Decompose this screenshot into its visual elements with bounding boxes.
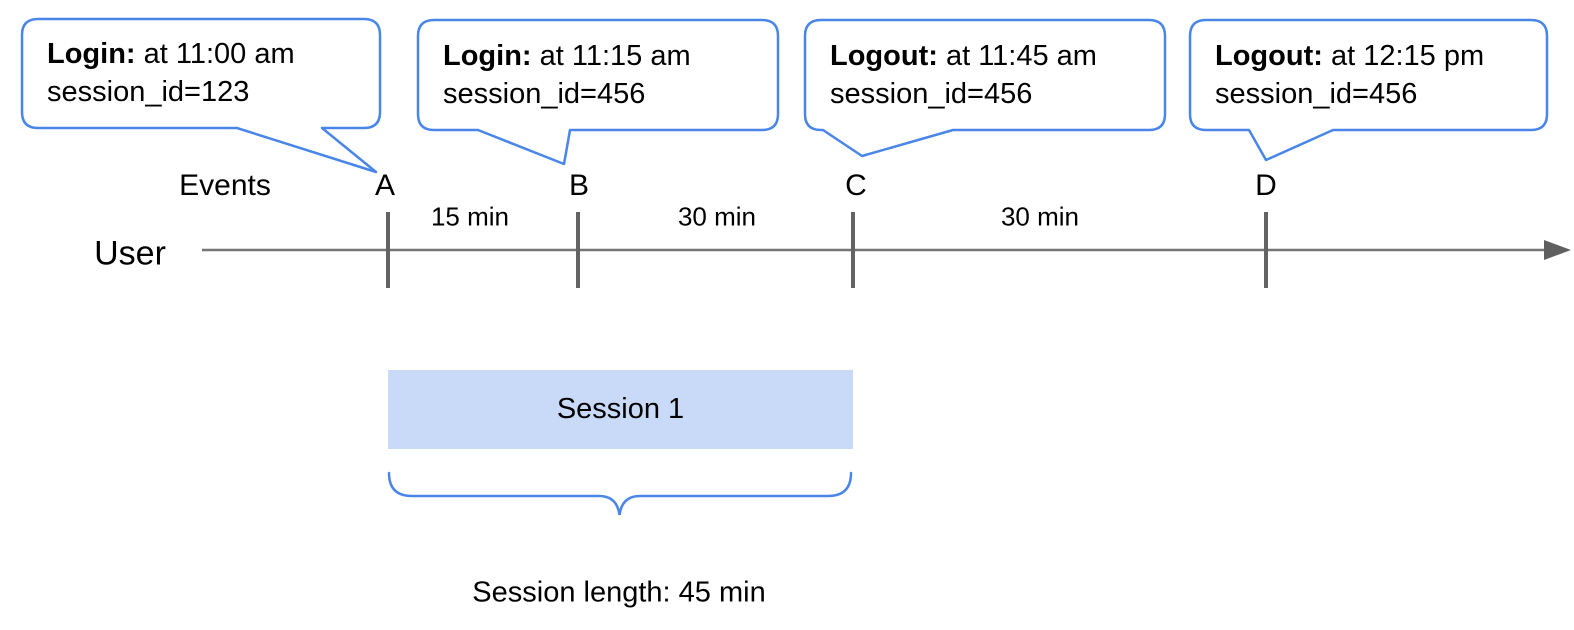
event-label-a: A (374, 169, 396, 202)
callout-line1: Login: at 11:00 am (47, 35, 295, 73)
callout-event-type: Logout: (1215, 40, 1323, 72)
event-label-d: D (1255, 169, 1277, 202)
callout-event-type: Login: (47, 38, 136, 70)
callout-time: at 11:00 am (135, 38, 295, 70)
callout-line1: Logout: at 12:15 pm (1215, 37, 1484, 75)
interval-label-a-b: 15 min (430, 201, 510, 232)
callout-text-b: Login: at 11:15 am session_id=456 (443, 37, 691, 113)
interval-label-b-c: 30 min (677, 201, 757, 232)
callout-time: at 11:45 am (937, 40, 1097, 72)
callout-event-type: Logout: (830, 40, 938, 72)
event-label-b: B (568, 169, 590, 202)
callout-time: at 12:15 pm (1322, 40, 1485, 72)
callout-line1: Login: at 11:15 am (443, 37, 691, 75)
event-label-c: C (845, 169, 867, 202)
callout-bubble-c (803, 18, 1167, 158)
callout-bubble-d (1188, 18, 1549, 162)
callout-text-a: Login: at 11:00 am session_id=123 (47, 35, 295, 111)
session-box: Session 1 (388, 370, 853, 449)
callout-session-id: session_id=456 (1215, 78, 1418, 110)
callout-bubble-b (416, 18, 780, 166)
callout-session-id: session_id=456 (443, 78, 646, 110)
session-length-label: Session length: 45 min (472, 576, 766, 609)
events-row-label: Events (179, 169, 271, 202)
user-axis-label: User (94, 234, 166, 273)
callout-line1: Logout: at 11:45 am (830, 37, 1097, 75)
interval-label-c-d: 30 min (1000, 201, 1080, 232)
callout-time: at 11:15 am (531, 40, 691, 72)
session-box-label: Session 1 (556, 393, 685, 425)
callout-session-id: session_id=123 (47, 76, 250, 108)
callout-text-d: Logout: at 12:15 pm session_id=456 (1215, 37, 1484, 113)
callout-event-type: Login: (443, 40, 532, 72)
callout-session-id: session_id=456 (830, 78, 1033, 110)
callout-bubble-a (20, 17, 382, 174)
callout-text-c: Logout: at 11:45 am session_id=456 (830, 37, 1097, 113)
session-length-bracket (387, 471, 853, 516)
timeline-arrowhead-icon (1544, 240, 1571, 260)
